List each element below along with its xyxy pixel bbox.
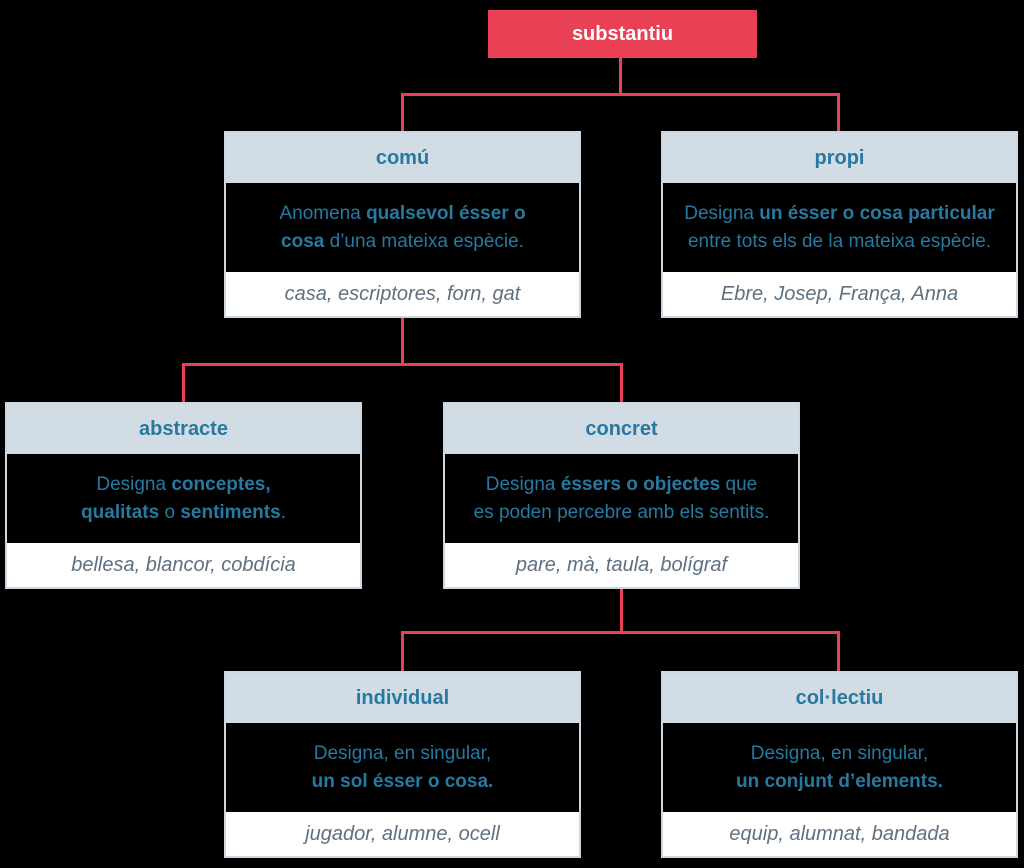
description-bold-segment: un sol ésser o cosa. <box>311 770 494 792</box>
node-abstracte-title: abstracte <box>139 417 228 440</box>
description-bold-segment: cosa <box>281 230 325 252</box>
node-individual-header: individual <box>226 673 579 723</box>
description-bold-segment: qualsevol ésser o <box>366 202 526 224</box>
description-line: cosa d’una mateixa espècie. <box>281 228 524 256</box>
connector-concret-drop-right <box>837 631 840 671</box>
connector-concret-stem <box>620 588 623 634</box>
node-collectiu-title: col·lectiu <box>795 686 884 709</box>
description-line: un conjunt d’elements. <box>736 768 943 796</box>
node-substantiu-label: substantiu <box>571 22 674 45</box>
description-line: Designa éssers o objectes que <box>486 471 757 499</box>
description-bold-segment: qualitats <box>81 501 160 523</box>
connector-root-bar <box>401 93 840 96</box>
description-segment: Designa, en singular, <box>750 742 929 764</box>
node-abstracte-description: Designa conceptes,qualitats o sentiments… <box>7 454 360 543</box>
description-line: entre tots els de la mateixa espècie. <box>688 228 991 256</box>
connector-comu-stem <box>401 318 404 366</box>
description-segment: que <box>720 473 758 495</box>
description-segment: es poden percebre amb els sentits. <box>473 501 770 523</box>
description-line: es poden percebre amb els sentits. <box>474 499 770 527</box>
description-segment: o <box>159 501 181 523</box>
node-individual-examples-text: jugador, alumne, ocell <box>305 822 500 845</box>
node-abstracte-examples: bellesa, blancor, cobdícia <box>7 543 360 587</box>
description-bold-segment: sentiments <box>180 501 281 523</box>
node-abstracte-header: abstracte <box>7 404 360 454</box>
node-propi-header: propi <box>663 133 1016 183</box>
connector-comu-drop-left <box>182 363 185 402</box>
node-individual-description: Designa, en singular, un sol ésser o cosa… <box>226 723 579 812</box>
description-segment: Designa <box>96 473 172 495</box>
description-bold-segment: éssers o objectes <box>560 473 721 495</box>
node-collectiu-description: Designa, en singular, un conjunt d’elemen… <box>663 723 1016 812</box>
description-bold-segment: conceptes, <box>171 473 271 495</box>
node-propi-title: propi <box>814 146 865 169</box>
connector-concret-drop-left <box>401 631 404 671</box>
node-comu-examples: casa, escriptores, forn, gat <box>226 272 579 316</box>
description-segment: Anomena <box>279 202 367 224</box>
node-comu-header: comú <box>226 133 579 183</box>
description-segment: Designa <box>485 473 561 495</box>
description-line: Designa, en singular, <box>314 740 491 768</box>
node-concret-title: concret <box>585 417 658 440</box>
node-abstracte: abstracte Designa conceptes,qualitats o … <box>5 402 362 589</box>
node-individual: individual Designa, en singular, un sol é… <box>224 671 581 858</box>
connector-root-drop-right <box>837 93 840 131</box>
description-line: Designa, en singular, <box>751 740 928 768</box>
connector-concret-bar <box>401 631 840 634</box>
node-comu-title: comú <box>375 146 430 169</box>
description-segment: Designa, en singular, <box>313 742 492 764</box>
node-comu-examples-text: casa, escriptores, forn, gat <box>284 282 521 305</box>
connector-root-stem <box>619 58 622 96</box>
node-individual-title: individual <box>355 686 450 709</box>
connector-comu-bar <box>182 363 623 366</box>
description-bold-segment: un ésser o cosa particular <box>759 202 995 224</box>
node-propi-examples-text: Ebre, Josep, França, Anna <box>720 282 959 305</box>
description-segment: entre tots els de la mateixa espècie. <box>687 230 992 252</box>
node-abstracte-examples-text: bellesa, blancor, cobdícia <box>71 553 296 576</box>
description-segment: Designa <box>684 202 760 224</box>
description-bold-segment: un conjunt d’elements. <box>736 770 943 792</box>
node-collectiu: col·lectiu Designa, en singular, un conju… <box>661 671 1018 858</box>
connector-root-drop-left <box>401 93 404 131</box>
node-concret-header: concret <box>445 404 798 454</box>
description-segment: . <box>280 501 286 523</box>
node-propi-examples: Ebre, Josep, França, Anna <box>663 272 1016 316</box>
node-collectiu-examples-text: equip, alumnat, bandada <box>729 822 950 845</box>
description-segment: d’una mateixa espècie. <box>324 230 524 252</box>
node-collectiu-examples: equip, alumnat, bandada <box>663 812 1016 856</box>
connector-comu-drop-right <box>620 363 623 402</box>
description-line: qualitats o sentiments. <box>81 499 286 527</box>
node-concret-examples: pare, mà, taula, bolígraf <box>445 543 798 587</box>
description-line: Designa un ésser o cosa particular <box>684 200 995 228</box>
node-individual-examples: jugador, alumne, ocell <box>226 812 579 856</box>
description-line: Anomena qualsevol ésser o <box>279 200 525 228</box>
node-substantiu: substantiu <box>488 10 757 58</box>
description-line: un sol ésser o cosa. <box>312 768 494 796</box>
node-concret-examples-text: pare, mà, taula, bolígraf <box>515 553 728 576</box>
node-collectiu-header: col·lectiu <box>663 673 1016 723</box>
description-line: Designa conceptes, <box>96 471 270 499</box>
node-propi: propi Designa un ésser o cosa particular… <box>661 131 1018 318</box>
